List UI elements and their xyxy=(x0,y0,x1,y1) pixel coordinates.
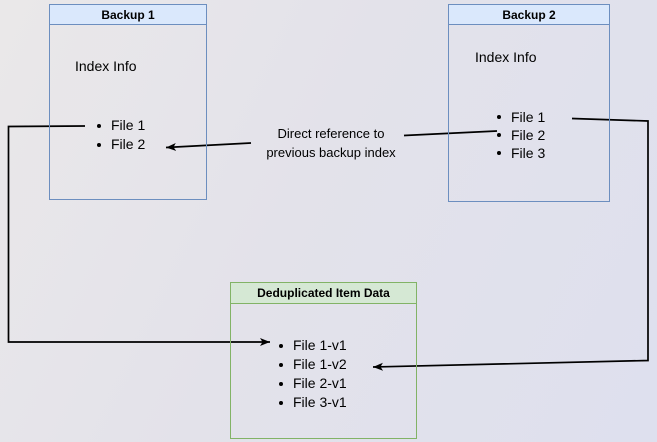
bullet-icon xyxy=(279,381,283,386)
backup2-subtitle: Index Info xyxy=(475,49,537,65)
list-item: File 1-v1 xyxy=(279,336,347,355)
list-item-label: File 2-v1 xyxy=(293,375,347,391)
edge-label: Direct reference to previous backup inde… xyxy=(233,124,429,162)
bullet-icon xyxy=(497,115,501,119)
list-item: File 1 xyxy=(497,108,545,126)
backup2-title: Backup 2 xyxy=(449,5,609,25)
dedup-file-list: File 1-v1 File 1-v2 File 2-v1 File 3-v1 xyxy=(279,336,347,412)
list-item-label: File 3 xyxy=(511,144,546,161)
list-item: File 1-v2 xyxy=(279,355,347,374)
edge-label-line2: previous backup index xyxy=(266,145,396,160)
list-item: File 1 xyxy=(97,116,145,135)
bullet-icon xyxy=(279,400,283,405)
backup1-subtitle: Index Info xyxy=(75,58,137,74)
bullet-icon xyxy=(279,362,283,367)
dedup-title: Deduplicated Item Data xyxy=(231,283,416,304)
list-item-label: File 1-v2 xyxy=(293,356,347,372)
backup2-file-list: File 1 File 2 File 3 xyxy=(497,108,545,162)
backup1-box: Backup 1 xyxy=(49,4,207,200)
bullet-icon xyxy=(497,151,501,155)
list-item-label: File 2 xyxy=(111,136,146,152)
backup2-box: Backup 2 xyxy=(448,4,610,202)
backup1-file-list: File 1 File 2 xyxy=(97,116,145,154)
backup1-title: Backup 1 xyxy=(50,5,206,25)
list-item: File 2 xyxy=(97,135,145,154)
list-item-label: File 1-v1 xyxy=(293,337,347,353)
bullet-icon xyxy=(97,142,101,147)
bullet-icon xyxy=(97,123,101,128)
dedup-box: Deduplicated Item Data xyxy=(230,282,417,439)
list-item: File 2 xyxy=(497,126,545,144)
bullet-icon xyxy=(497,133,501,137)
list-item-label: File 3-v1 xyxy=(293,394,347,410)
list-item: File 3-v1 xyxy=(279,393,347,412)
edge-label-line1: Direct reference to xyxy=(277,126,385,141)
list-item: File 2-v1 xyxy=(279,374,347,393)
list-item-label: File 1 xyxy=(511,108,546,125)
bullet-icon xyxy=(279,343,283,348)
list-item-label: File 1 xyxy=(111,117,146,133)
list-item: File 3 xyxy=(497,144,545,162)
list-item-label: File 2 xyxy=(511,126,546,143)
